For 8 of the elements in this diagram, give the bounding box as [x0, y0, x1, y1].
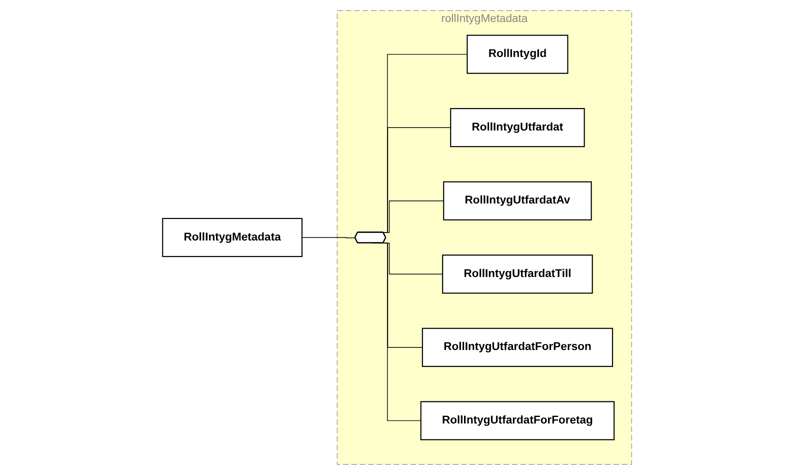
node-box: RollIntygUtfardatForForetag — [420, 401, 615, 440]
node-box: RollIntygId — [467, 34, 569, 74]
node-box: RollIntygUtfardat — [450, 108, 586, 148]
node-box: RollIntygMetadata — [162, 218, 303, 258]
node-box: RollIntygUtfardatTill — [442, 254, 594, 294]
node-box: RollIntygUtfardatAv — [443, 181, 592, 220]
node-box: RollIntygUtfardatForPerson — [422, 328, 614, 367]
connector — [302, 237, 356, 238]
